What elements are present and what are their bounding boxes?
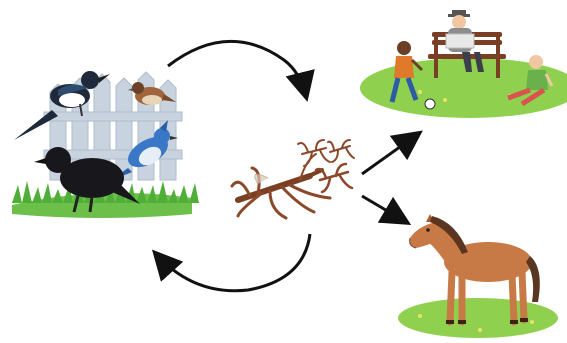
mosquitoes-icon [232,140,354,218]
horse-icon [398,214,558,338]
arrow-mosquitoes-to-humans [362,134,418,174]
arrow-mosquitoes-to-horse [362,196,406,222]
arrow-birds-to-mosquitoes [168,41,306,96]
people-in-park-icon [360,10,567,118]
birds-on-fence-icon [12,71,199,218]
arrow-mosquitoes-to-birds [156,234,310,291]
